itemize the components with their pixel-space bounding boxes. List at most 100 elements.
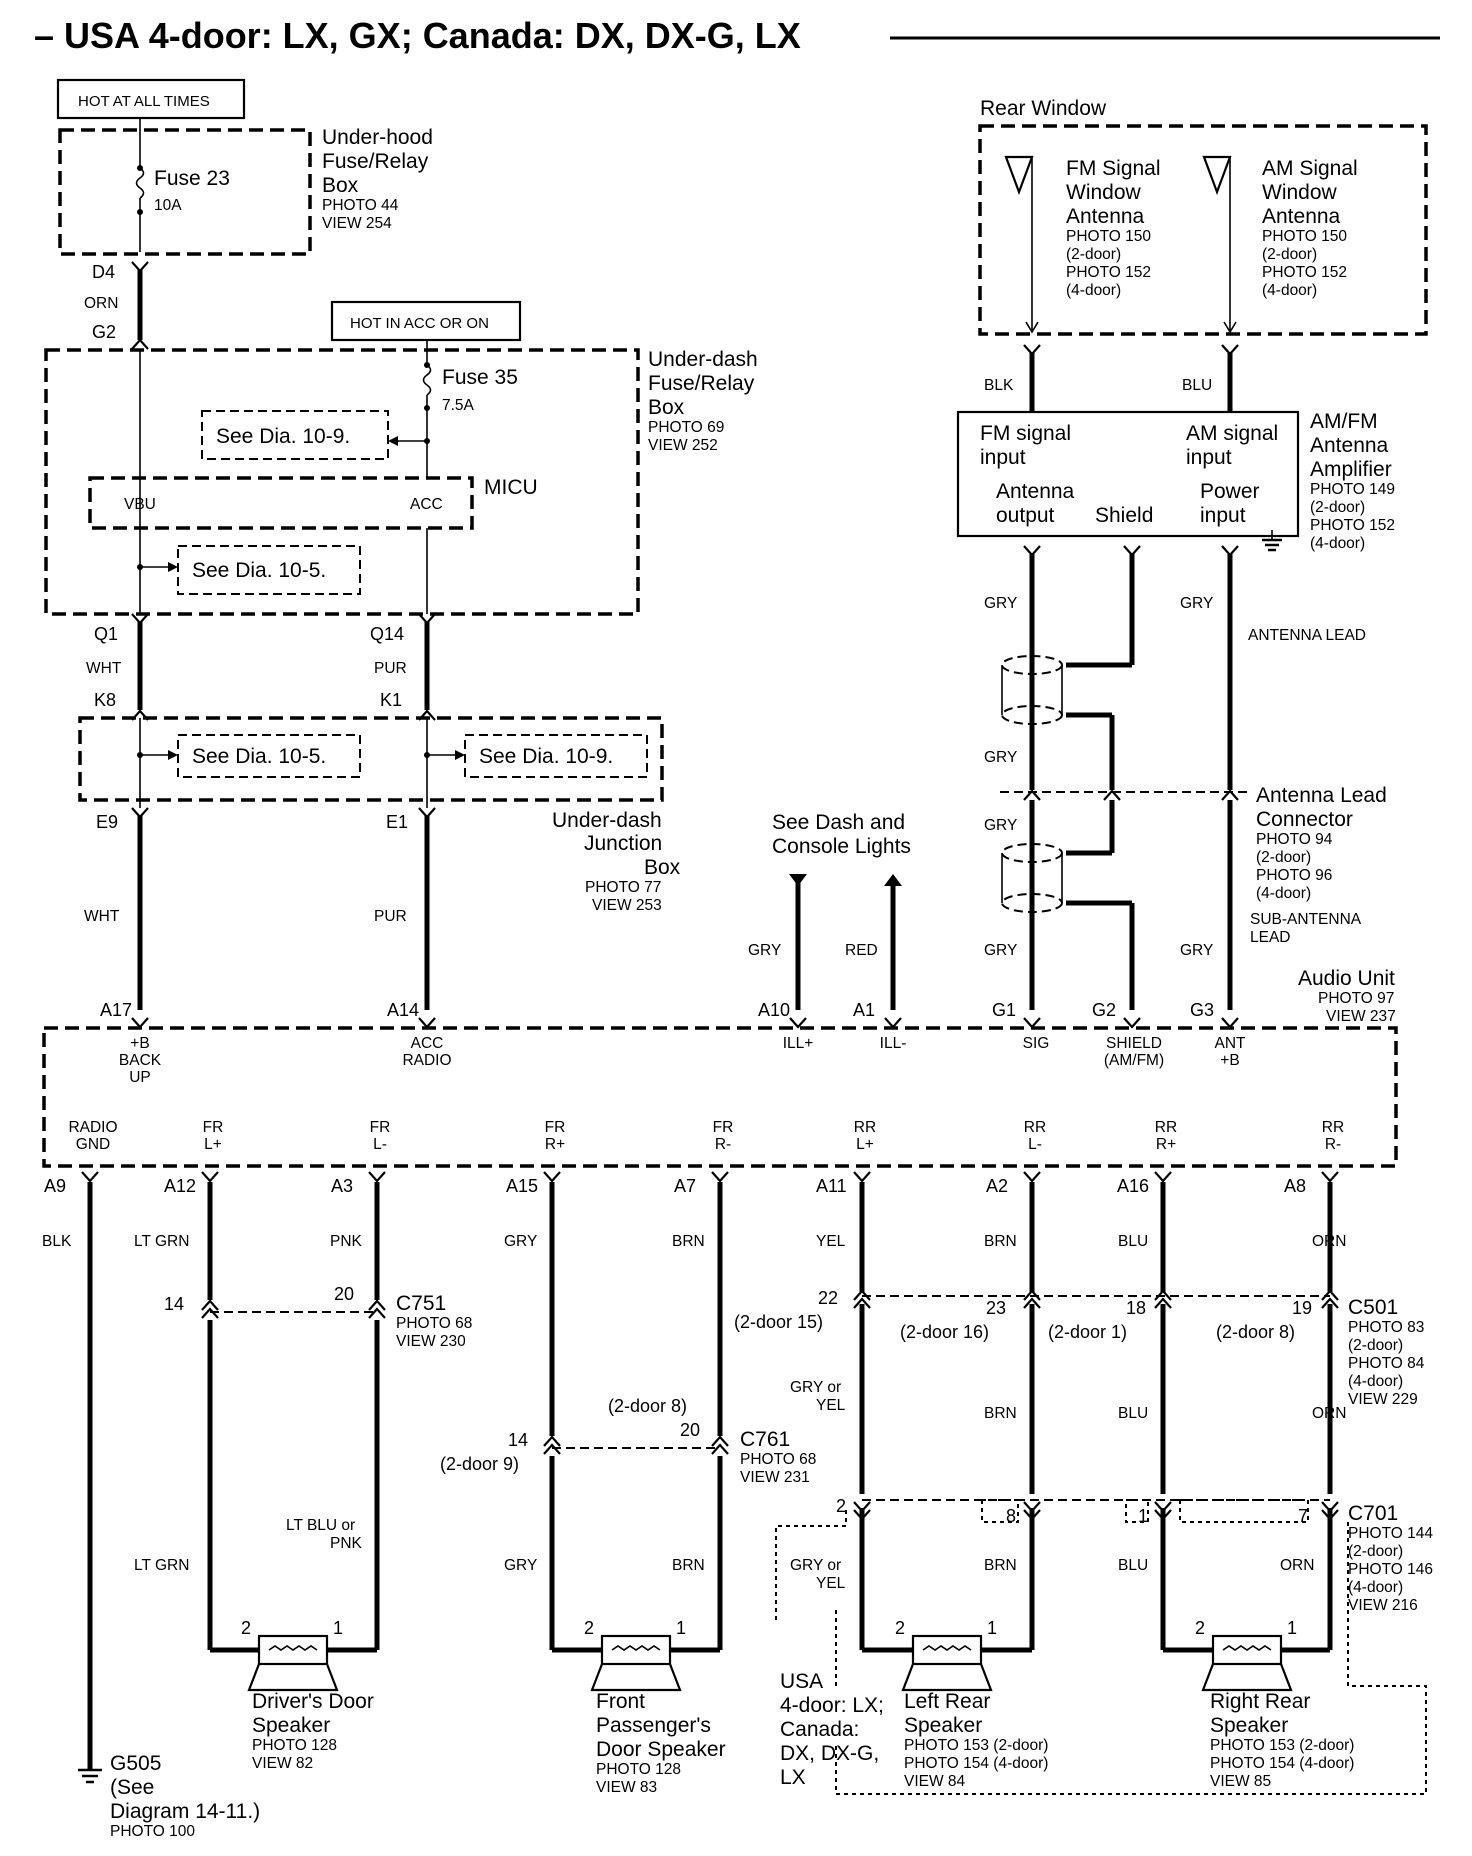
rear-window-label: Rear Window — [980, 97, 1107, 120]
left-rear-speaker-cone — [901, 1663, 993, 1692]
hot-in-acc-box — [330, 300, 522, 342]
c761-pin-b2: (2-door 8) — [608, 1396, 687, 1416]
wire-color-orn-rr-3: ORN — [1280, 1557, 1314, 1574]
wire-color-brn-fr-2: BRN — [672, 1557, 705, 1574]
amp-p3: PHOTO 152 — [1310, 517, 1395, 534]
wire-color-red-ill: RED — [845, 942, 878, 959]
underdash-name-2: Fuse/Relay — [648, 372, 755, 395]
wire-color-pur-2: PUR — [374, 908, 407, 925]
junction-view: VIEW 253 — [592, 897, 662, 914]
wire-color-brn-rl-3: BRN — [984, 1557, 1017, 1574]
see-105-box-2 — [177, 734, 361, 778]
c501-n3: 18 — [1126, 1298, 1146, 1318]
c501-p4: (4-door) — [1348, 1373, 1403, 1390]
audio-bot-pin-a7: A7 — [674, 1176, 696, 1196]
wire-color-yel-rl-2: YEL — [816, 1397, 846, 1414]
c701-p4: (4-door) — [1348, 1579, 1403, 1596]
amp-fm-1: FM signal — [980, 422, 1071, 445]
wire-color-yel-rl: YEL — [816, 1233, 846, 1250]
am-ant-p3: PHOTO 152 — [1262, 264, 1347, 281]
g505-1: G505 — [110, 1752, 161, 1775]
right-rear-speaker-pin-2: 2 — [1195, 1618, 1205, 1638]
c501-n2: 23 — [986, 1298, 1006, 1318]
audio-bot-terminal — [81, 1171, 99, 1183]
fm-antenna-arrow — [1025, 321, 1039, 334]
fuse35-amp: 7.5A — [442, 397, 475, 414]
audio-top-terminal — [1123, 1017, 1141, 1029]
ant-conn-p2: (2-door) — [1256, 849, 1311, 866]
c501-terminals — [853, 1289, 1339, 1309]
audio-bot-label-2: R+ — [545, 1136, 565, 1153]
left-spk-1: Left Rear — [904, 1690, 990, 1713]
see-109-text-1: See Dia. 10-9. — [216, 425, 350, 448]
pass-spk-p1: PHOTO 128 — [596, 1761, 681, 1778]
au-illm: ILL- — [880, 1035, 907, 1052]
e1-terminal — [418, 807, 436, 819]
usa-note-1: USA — [780, 1670, 823, 1693]
audio-bot-pin-a16: A16 — [1117, 1176, 1149, 1196]
audio-top-pin-a10: A10 — [758, 1000, 790, 1020]
page-title: – USA 4-door: LX, GX; Canada: DX, DX-G, … — [34, 15, 801, 56]
hot-at-all-times-label: HOT AT ALL TIMES — [78, 93, 210, 110]
audio-bot-label-2: L+ — [204, 1136, 222, 1153]
left-rear-speaker-magnet — [911, 1634, 983, 1666]
wire-color-pnk-1: PNK — [330, 1233, 363, 1250]
g505-ground-icon — [78, 1768, 102, 1784]
c501-p1: PHOTO 83 — [1348, 1319, 1424, 1336]
c501-terminal — [853, 1289, 871, 1309]
audio-bot-terminal — [853, 1171, 871, 1183]
wire-color-gry-fr-2: GRY — [504, 1557, 537, 1574]
c701-name: C701 — [1348, 1502, 1398, 1525]
c701-dot-8 — [981, 1499, 1019, 1523]
passenger-speaker-cone — [590, 1663, 682, 1692]
audio-top-terminal — [418, 1017, 436, 1029]
c701-terminals — [853, 1501, 1339, 1521]
underdash-fuse-box — [44, 348, 640, 616]
left-rear-speaker-coil — [922, 1645, 972, 1651]
pin-e9: E9 — [96, 812, 118, 832]
pass-spk-1: Front — [596, 1690, 645, 1713]
audio-bot-label: RR — [1322, 1119, 1344, 1136]
pin-g2: G2 — [92, 322, 116, 342]
au-shield-2: (AM/FM) — [1104, 1052, 1164, 1069]
wire-color-pnk-2: PNK — [330, 1535, 363, 1552]
fm-antenna-icon — [1004, 155, 1034, 196]
driver-speaker-pin-2: 2 — [241, 1618, 251, 1638]
au-acc-2: RADIO — [402, 1052, 451, 1069]
audio-bot-label-2: GND — [76, 1136, 110, 1153]
au-backup-2: BACK — [119, 1052, 162, 1069]
amp-name-3: Amplifier — [1310, 458, 1392, 481]
right-rear-speaker-pin-1: 1 — [1287, 1618, 1297, 1638]
audio-top-terminal — [884, 1017, 902, 1029]
see-105-arrow-2 — [168, 750, 178, 760]
sub-ant-2: LEAD — [1250, 929, 1291, 946]
audio-bot-pin-a15: A15 — [506, 1176, 538, 1196]
amp-pw-1: Power — [1200, 480, 1260, 503]
left-spk-p1: PHOTO 153 (2-door) — [904, 1737, 1048, 1754]
see-109-arrow-2 — [455, 750, 465, 760]
left-rear-speaker-pin-1: 1 — [987, 1618, 997, 1638]
left-rear-speaker-pin-2: 2 — [895, 1618, 905, 1638]
driver-speaker-pin-1: 1 — [333, 1618, 343, 1638]
am-ant-p4: (4-door) — [1262, 282, 1317, 299]
audio-bot-label: FR — [713, 1119, 734, 1136]
see-105-text-1: See Dia. 10-5. — [192, 559, 326, 582]
wire-color-gry-or-rl: GRY or — [790, 1379, 841, 1396]
right-spk-1: Right Rear — [1210, 1690, 1310, 1713]
audio-bot-label: FR — [370, 1119, 391, 1136]
right-spk-p2: PHOTO 154 (4-door) — [1210, 1755, 1354, 1772]
c501-terminal — [1321, 1289, 1339, 1309]
audio-bot-terminal — [711, 1171, 729, 1183]
usa-note-5: LX — [780, 1766, 806, 1789]
fm-ant-p1: PHOTO 150 — [1066, 228, 1151, 245]
am-ant-3: Antenna — [1262, 205, 1341, 228]
wire-color-yel-rl-3: YEL — [816, 1575, 846, 1592]
pass-spk-2: Passenger's — [596, 1714, 711, 1737]
wire-color-gry-fr: GRY — [504, 1233, 537, 1250]
micu-vbu-label: VBU — [124, 496, 156, 513]
fuse35-label: Fuse 35 — [442, 366, 518, 389]
amp-am-1: AM signal — [1186, 422, 1278, 445]
fm-ant-3: Antenna — [1066, 205, 1145, 228]
